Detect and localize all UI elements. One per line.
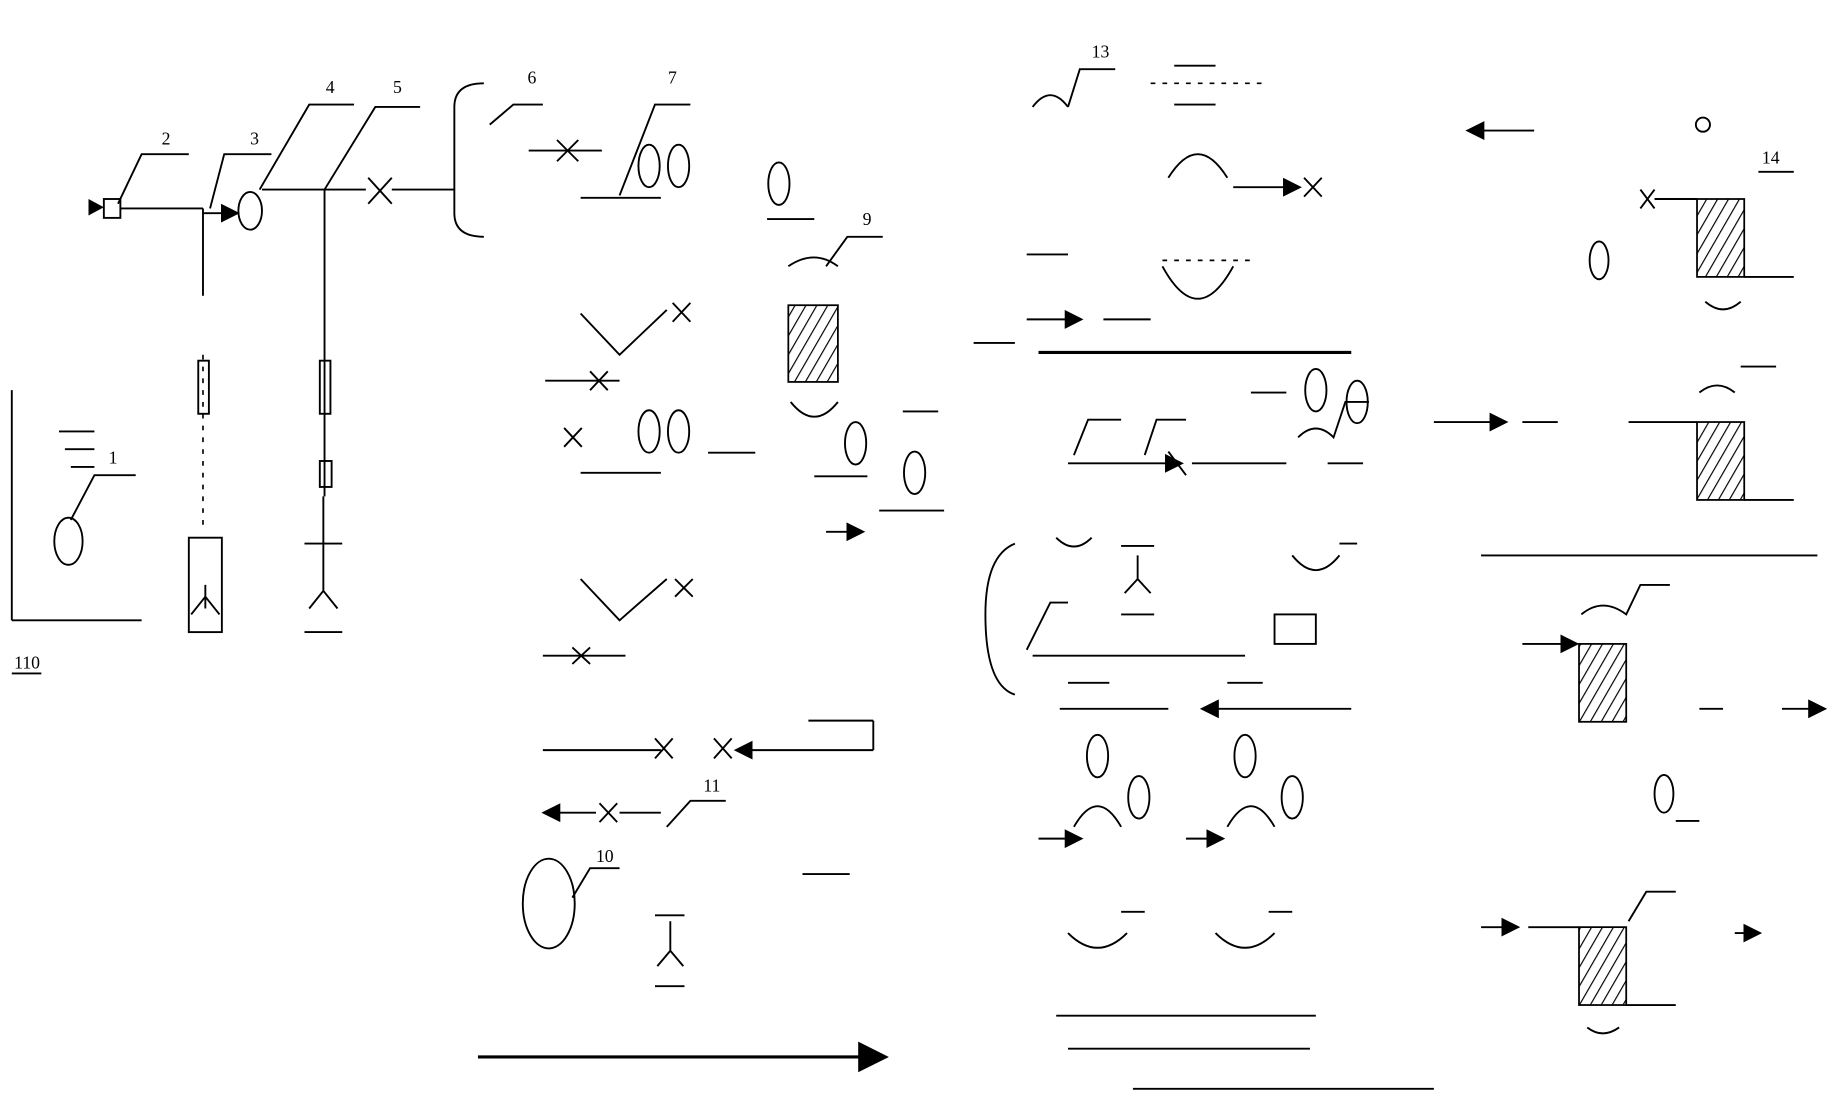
label-10: 10 — [596, 846, 614, 866]
middle-section: 6 7 9 — [453, 67, 945, 1073]
label-5: 5 — [393, 77, 402, 97]
tank-icon — [521, 857, 576, 950]
valve-icon — [598, 802, 618, 823]
inset-unit-1: 1 110 — [10, 390, 142, 675]
column-vessel-icon — [453, 82, 484, 238]
valve-icon — [713, 737, 733, 760]
mixer-tank-icon — [187, 536, 223, 634]
flowmeter-icon — [197, 359, 210, 415]
label-4: 4 — [326, 77, 335, 97]
right-section: 14 — [1433, 116, 1828, 1035]
filter-bed-hatched — [787, 304, 839, 383]
valve-icon — [674, 578, 694, 598]
filter-bed-hatched — [1696, 421, 1746, 501]
valve-icon — [563, 427, 583, 448]
agitator-icon — [1123, 555, 1152, 594]
label-11: 11 — [703, 775, 720, 795]
pump-icon — [237, 190, 263, 231]
valve-icon — [1639, 188, 1656, 210]
right-middle-section: 13 — [973, 41, 1434, 1090]
valve-icon — [367, 177, 393, 205]
label-7: 7 — [668, 67, 677, 87]
valve-icon — [1303, 177, 1323, 198]
label-6: 6 — [528, 67, 537, 87]
label-110: 110 — [14, 653, 40, 673]
label-9: 9 — [863, 209, 872, 229]
filter-bed-hatched — [1578, 926, 1628, 1006]
inlet-arrow-icon — [88, 199, 104, 216]
label-3: 3 — [250, 129, 259, 149]
label-14: 14 — [1762, 148, 1780, 168]
label-1: 1 — [109, 447, 118, 467]
pump-icon — [53, 516, 84, 566]
label-13: 13 — [1092, 41, 1110, 61]
label-2: 2 — [162, 129, 171, 149]
agitator-icon — [308, 496, 339, 610]
valve-icon — [671, 302, 692, 323]
valve-icon — [654, 737, 674, 760]
filter-bed-hatched — [1578, 643, 1628, 723]
agitator-icon — [656, 921, 685, 967]
feed-section: 2 3 4 5 — [88, 77, 455, 634]
agitator-icon — [190, 584, 221, 615]
flowmeter-icon — [318, 359, 332, 415]
filter-bed-hatched — [1696, 198, 1746, 278]
